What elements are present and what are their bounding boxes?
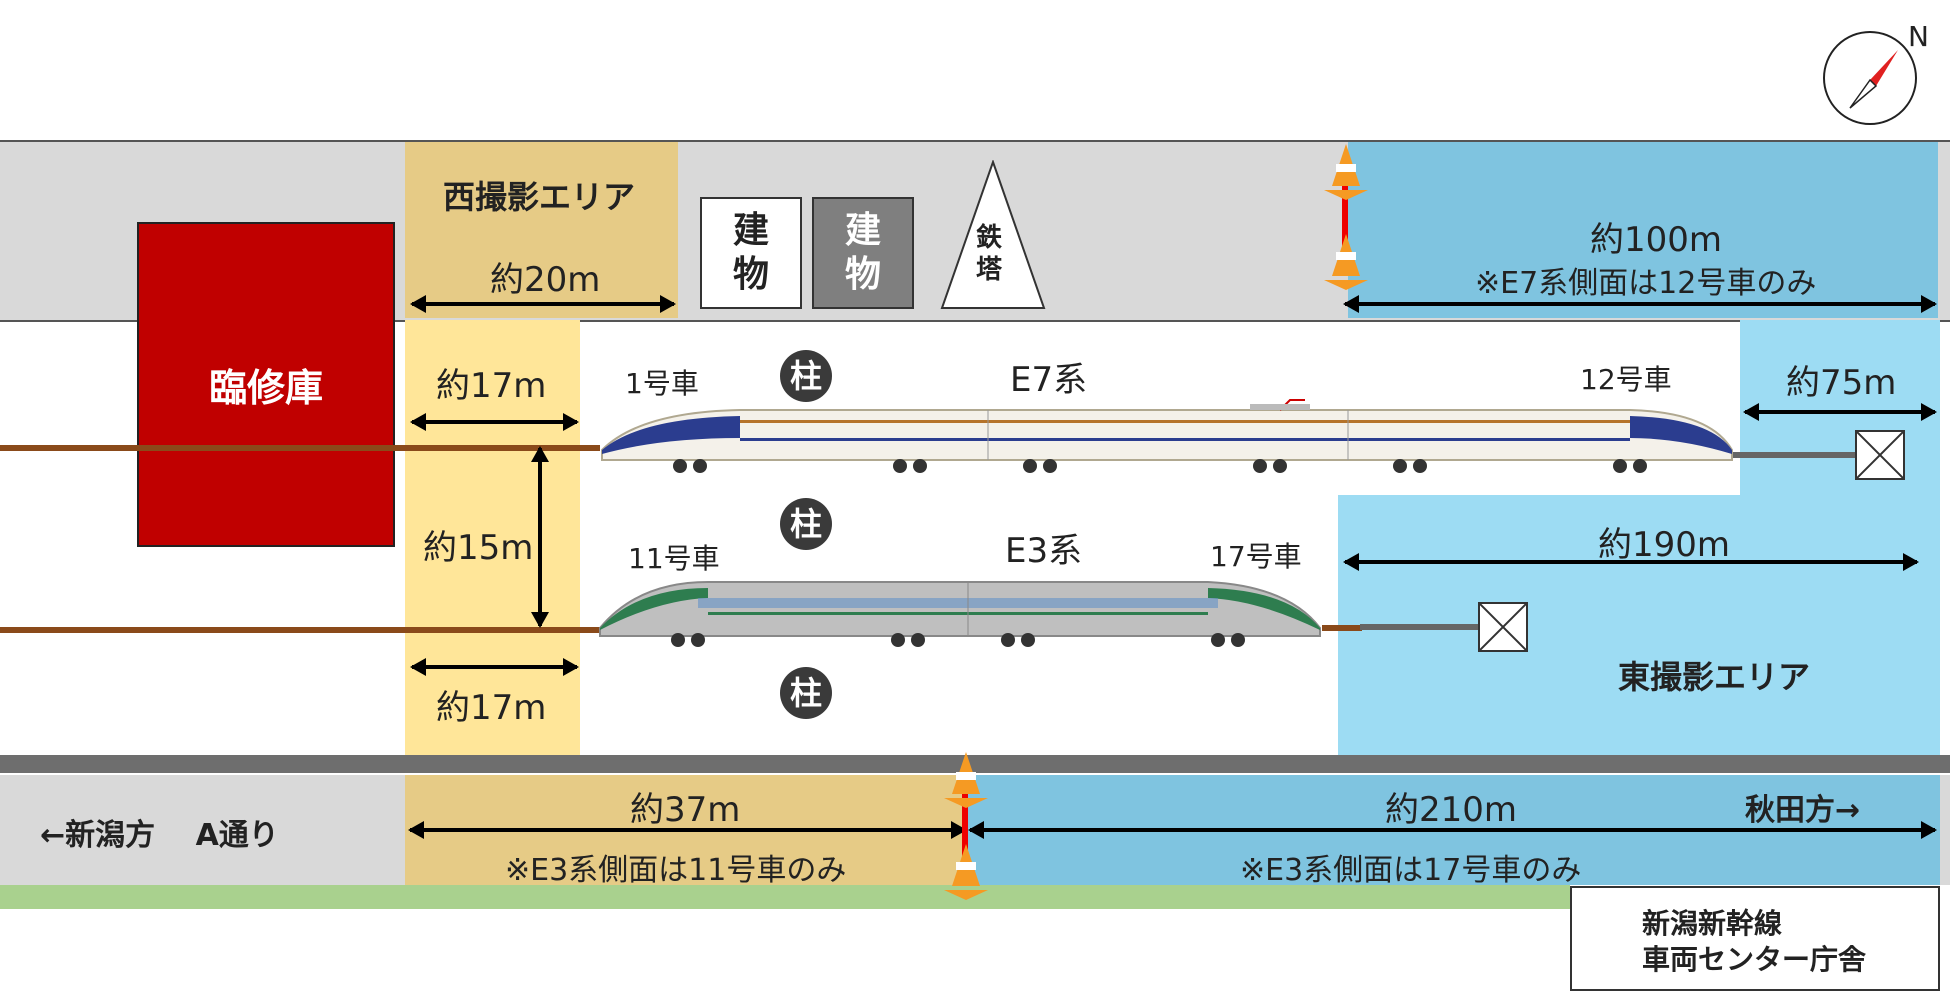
building-white: 建 物 [700, 197, 802, 309]
tower-triangle [940, 158, 1046, 309]
e7-car-right: 12号車 [1580, 363, 1672, 396]
building-white-label: 建 物 [732, 210, 769, 295]
east-e3-arrow [1343, 553, 1919, 571]
west-gap-measure: 約15m [423, 528, 534, 568]
pillar-3: 柱 [780, 667, 832, 719]
e7-buffer-stop-icon [1855, 430, 1905, 480]
road-west-arrow [408, 821, 967, 839]
facility-line1: 新潟新幹線 [1642, 907, 1783, 940]
rail-e3 [0, 627, 600, 633]
west-area-yard [405, 320, 580, 755]
compass-north-label: N [1908, 20, 1929, 53]
east-area-yard [1740, 320, 1940, 495]
e7-car-left: 1号車 [625, 367, 699, 400]
road-east-measure: 約210m [1385, 790, 1518, 830]
west-e3-measure: 約17m [436, 688, 547, 728]
east-top-measure: 約100m [1590, 220, 1723, 260]
west-top-measure: 約20m [490, 260, 601, 300]
east-e7-measure: 約75m [1786, 363, 1897, 403]
road-east-note: ※E3系側面は17号車のみ [1240, 853, 1582, 888]
east-area-top [1348, 142, 1938, 318]
e7-name: E7系 [1010, 360, 1088, 400]
road-left-label: ←新潟方 A通り [40, 818, 279, 853]
road-west-measure: 約37m [630, 790, 741, 830]
tower-label: 鉄 塔 [976, 223, 1003, 285]
east-top-note: ※E7系側面は12号車のみ [1475, 266, 1817, 301]
compass-icon [1823, 31, 1917, 125]
e3-train-icon [599, 581, 1321, 647]
east-area-label: 東撮影エリア [1618, 658, 1811, 696]
e3-train [598, 578, 1323, 648]
e7-train-icon [601, 399, 1733, 473]
facility-box: 新潟新幹線 車両センター庁舎 [1570, 886, 1940, 991]
road-west-note: ※E3系側面は11号車のみ [505, 853, 847, 888]
west-top-arrow [410, 295, 676, 313]
grass-strip [0, 885, 1570, 909]
road-east-arrow [968, 821, 1937, 839]
west-area-top [405, 142, 678, 318]
building-gray: 建 物 [812, 197, 914, 309]
west-e7-measure: 約17m [436, 366, 547, 406]
e3-buffer-stop-icon [1478, 602, 1528, 652]
west-gap-arrow [531, 446, 549, 628]
e7-stop-line [1730, 452, 1860, 458]
pillar-2: 柱 [780, 498, 832, 550]
pillar-1: 柱 [780, 350, 832, 402]
e7-train [600, 398, 1735, 480]
road-right-label: 秋田方→ [1745, 793, 1861, 828]
west-area-label: 西撮影エリア [443, 178, 636, 216]
compass: N [1820, 20, 1930, 128]
west-e3-arrow [410, 658, 579, 676]
fence-line [0, 755, 1950, 773]
facility-line2: 車両センター庁舎 [1642, 943, 1867, 976]
traffic-cone-icon [1320, 142, 1372, 290]
steel-tower: 鉄 塔 [938, 158, 1048, 310]
e3-stop-line [1360, 624, 1480, 630]
e3-car-left: 11号車 [628, 542, 720, 575]
depot-label: 臨修庫 [208, 366, 323, 410]
rail-e7 [0, 445, 600, 451]
e3-car-right: 17号車 [1210, 540, 1302, 573]
east-e3-measure: 約190m [1598, 525, 1731, 565]
rail-e3-east [1322, 625, 1362, 631]
depot-building: 臨修庫 [137, 222, 395, 547]
east-e7-arrow [1743, 403, 1937, 421]
building-gray-label: 建 物 [844, 210, 881, 295]
traffic-cone-icon [940, 750, 992, 900]
west-e7-arrow [410, 413, 579, 431]
e3-name: E3系 [1005, 531, 1083, 571]
east-top-arrow [1343, 295, 1937, 313]
